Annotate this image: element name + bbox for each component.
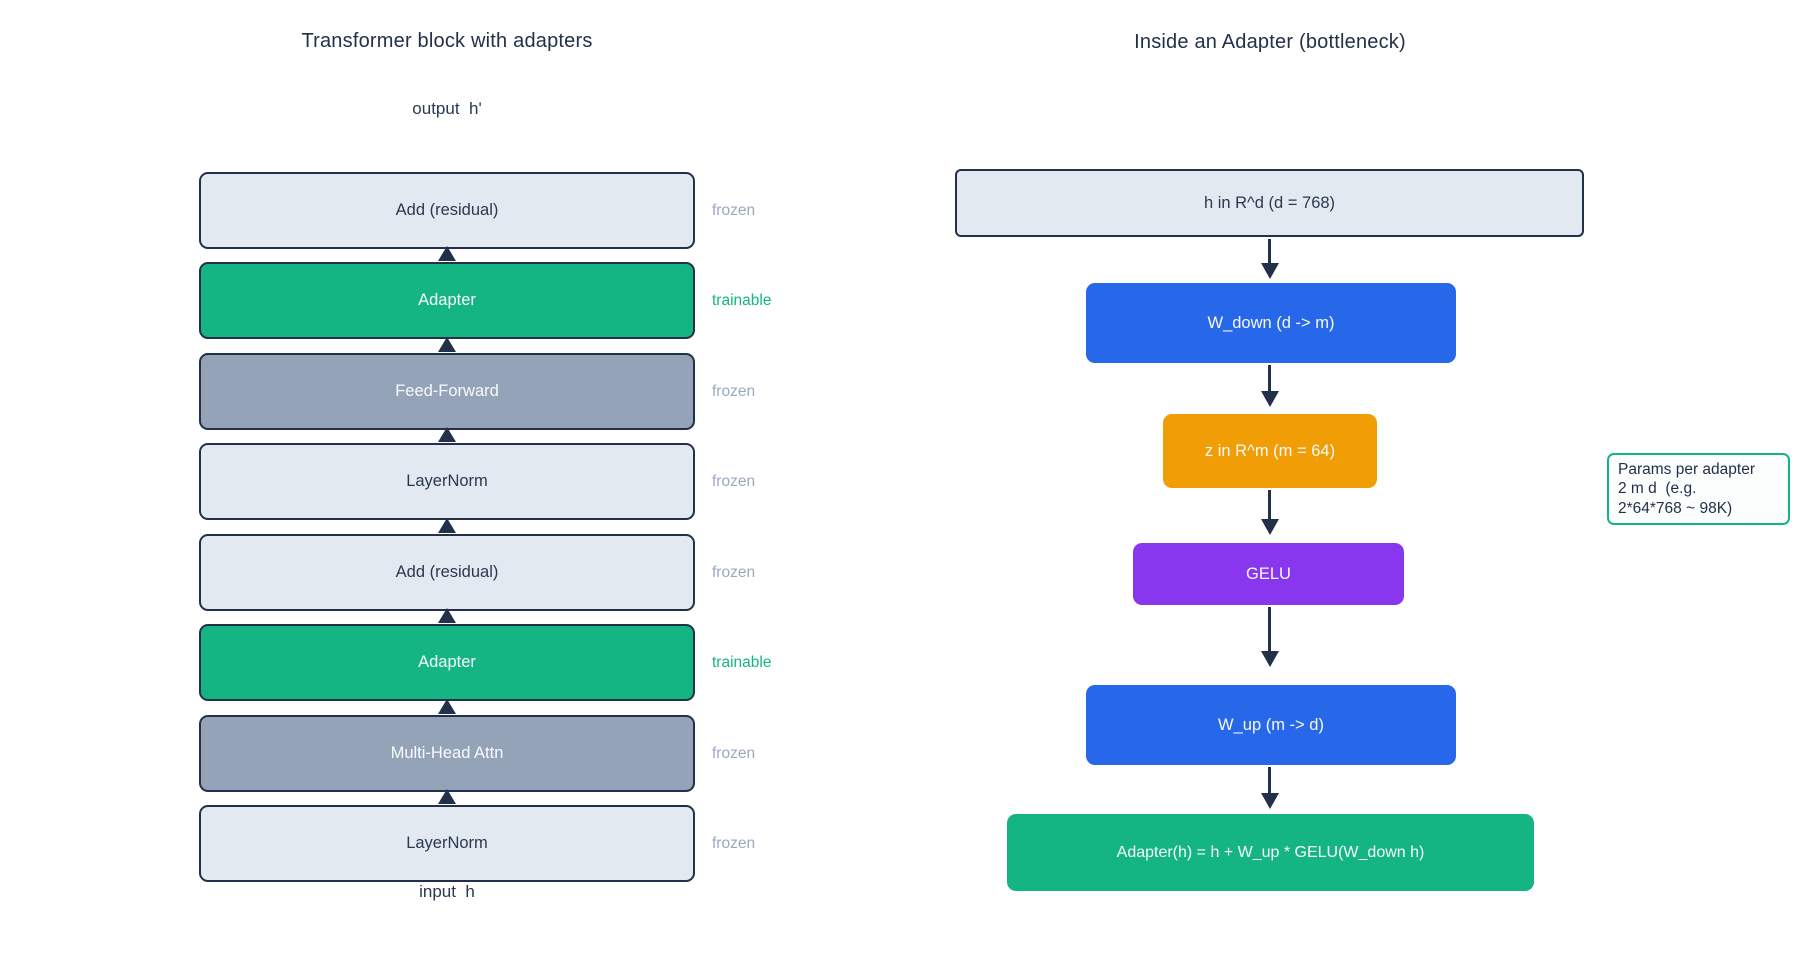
state-label: frozen	[712, 472, 756, 490]
up-arrow-icon	[438, 789, 456, 804]
up-arrow-icon	[438, 699, 456, 714]
flow-box-gelu: GELU	[1133, 543, 1404, 605]
stack-box-label: Feed-Forward	[395, 382, 499, 400]
flow-box-z-bottleneck: z in R^m (m = 64)	[1163, 414, 1377, 488]
stack-box-label: LayerNorm	[406, 472, 488, 490]
down-arrow-icon	[1261, 391, 1279, 407]
stack-box-add-residual-bottom: Add (residual)	[199, 534, 695, 611]
stack-box-add-residual-top: Add (residual)	[199, 172, 695, 249]
state-label: frozen	[712, 382, 756, 400]
note-line: 2 m d (e.g.	[1618, 480, 1697, 498]
stack-box-label: Adapter	[418, 291, 476, 309]
flow-box-w-down: W_down (d -> m)	[1086, 283, 1456, 363]
state-label: frozen	[712, 563, 756, 581]
stack-box-label: Add (residual)	[395, 201, 499, 219]
state-label: frozen	[712, 834, 756, 852]
flow-box-label: GELU	[1246, 564, 1291, 583]
arrow-stem	[1268, 365, 1271, 393]
right-panel-title: Inside an Adapter (bottleneck)	[1134, 31, 1406, 53]
stack-box-label: Multi-Head Attn	[390, 744, 504, 762]
flow-box-label: Adapter(h) = h + W_up * GELU(W_down h)	[1116, 843, 1425, 861]
stack-box-feed-forward: Feed-Forward	[199, 353, 695, 430]
arrow-stem	[1268, 607, 1271, 653]
down-arrow-icon	[1261, 519, 1279, 535]
arrow-stem	[1268, 767, 1271, 795]
stack-box-layernorm-bottom: LayerNorm	[199, 805, 695, 882]
stack-box-label: LayerNorm	[406, 834, 488, 852]
flow-box-label: W_up (m -> d)	[1218, 715, 1324, 734]
flow-box-adapter-formula: Adapter(h) = h + W_up * GELU(W_down h)	[1007, 814, 1534, 891]
arrow-stem	[1268, 239, 1271, 265]
state-label: frozen	[712, 744, 756, 762]
state-label: trainable	[712, 653, 772, 671]
output-label: output h'	[412, 99, 482, 118]
input-label: input h	[419, 882, 475, 901]
stack-box-adapter-bottom: Adapter	[199, 624, 695, 701]
left-panel-title: Transformer block with adapters	[301, 30, 593, 52]
flow-box-h-input: h in R^d (d = 768)	[955, 169, 1584, 237]
up-arrow-icon	[438, 337, 456, 352]
arrow-stem	[1268, 490, 1271, 521]
up-arrow-icon	[438, 427, 456, 442]
stack-box-multi-head-attn: Multi-Head Attn	[199, 715, 695, 792]
up-arrow-icon	[438, 246, 456, 261]
state-label: trainable	[712, 291, 772, 309]
flow-box-label: W_down (d -> m)	[1207, 313, 1335, 332]
flow-box-label: h in R^d (d = 768)	[1203, 193, 1336, 212]
down-arrow-icon	[1261, 263, 1279, 279]
flow-box-label: z in R^m (m = 64)	[1204, 441, 1336, 460]
up-arrow-icon	[438, 518, 456, 533]
params-note: Params per adapter 2 m d (e.g. 2*64*768 …	[1607, 453, 1790, 526]
note-line: Params per adapter	[1618, 461, 1755, 478]
down-arrow-icon	[1261, 793, 1279, 809]
stack-box-layernorm-mid: LayerNorm	[199, 443, 695, 520]
state-label: frozen	[712, 201, 756, 219]
up-arrow-icon	[438, 608, 456, 623]
stack-box-adapter-top: Adapter	[199, 262, 695, 339]
down-arrow-icon	[1261, 651, 1279, 667]
note-line: 2*64*768 ~ 98K)	[1618, 499, 1733, 517]
stack-box-label: Adapter	[418, 653, 476, 671]
flow-box-w-up: W_up (m -> d)	[1086, 685, 1456, 765]
stack-box-label: Add (residual)	[395, 563, 499, 581]
